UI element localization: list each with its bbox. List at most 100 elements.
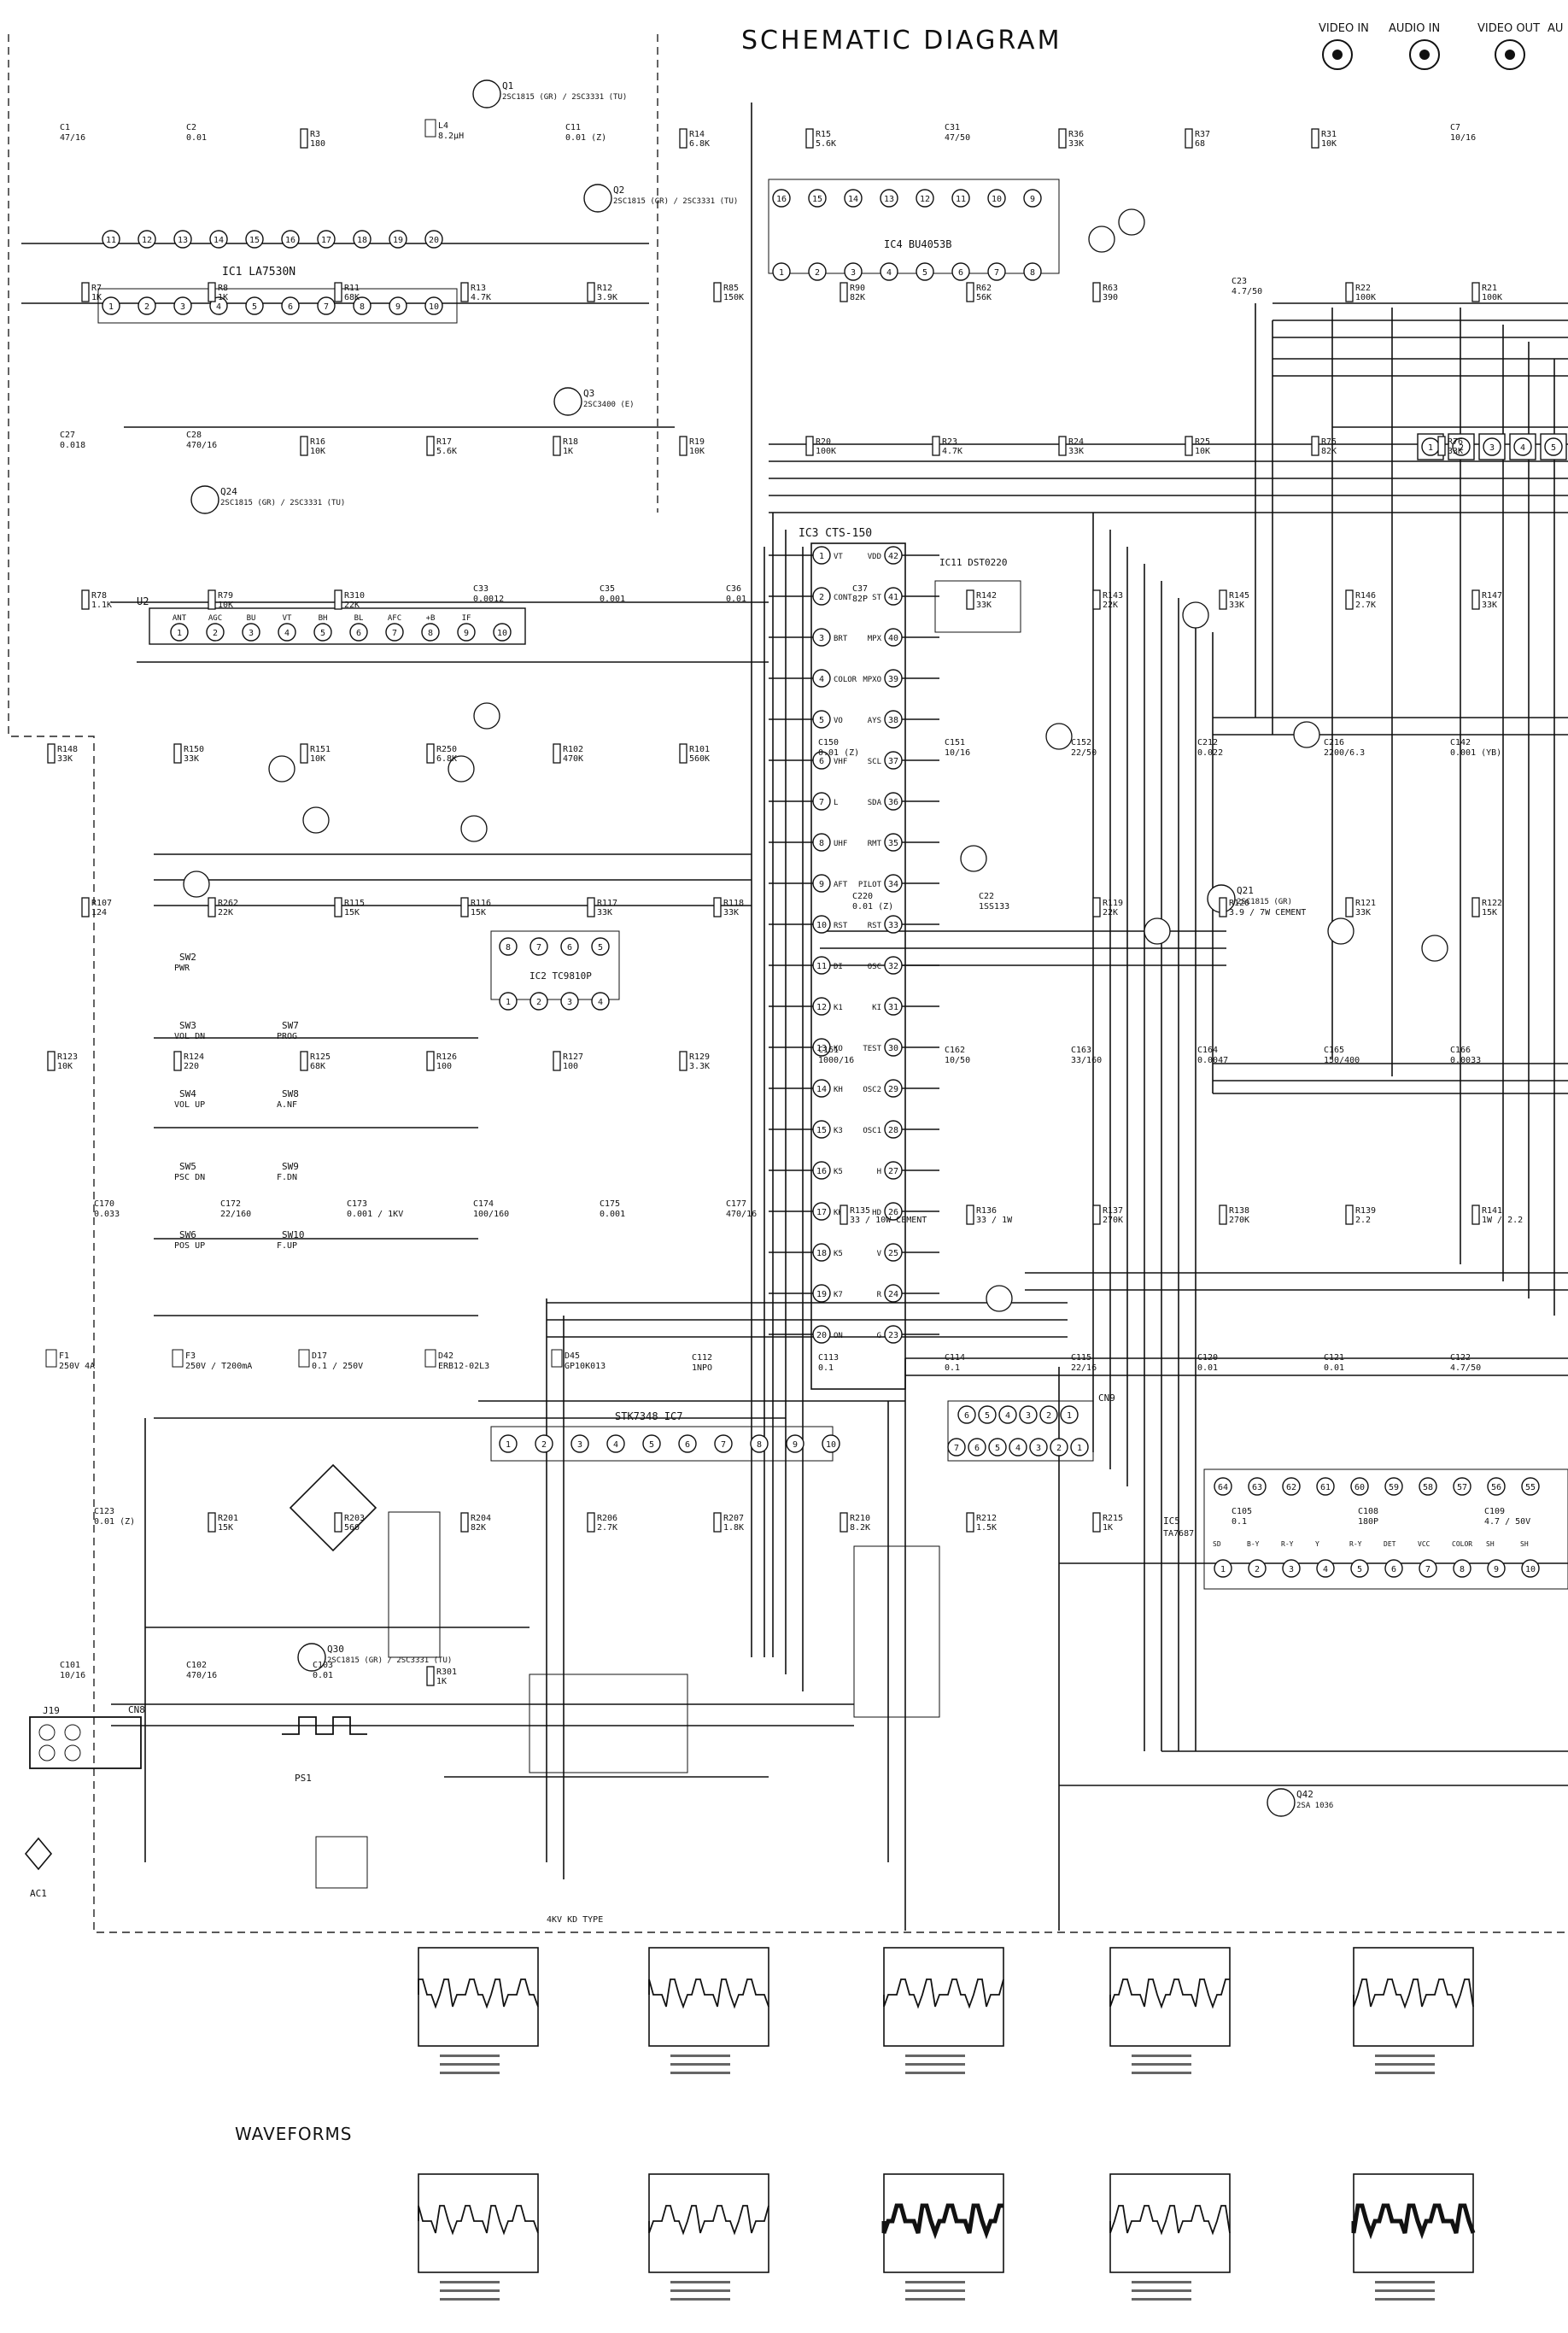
switch-contact (181, 972, 203, 982)
u2-pin-number: 10 (497, 629, 507, 638)
resistor-body (805, 128, 814, 149)
resistor-body (208, 282, 216, 302)
resistor-value: 33K (1355, 908, 1371, 917)
ic3-pin-right-number: 41 (888, 593, 898, 602)
u2-pin-number: 2 (213, 629, 218, 638)
ic3-pin-name: R (877, 1291, 882, 1299)
transistor-part: 2SC1815 (GR) (1237, 898, 1292, 906)
resistor-value: 10K (310, 447, 325, 456)
resistor-body (587, 282, 595, 302)
cn8-pin (38, 1724, 56, 1741)
cn9-pin-bottom (968, 1438, 986, 1457)
resistor-value: 33K (57, 754, 73, 764)
fbt-block (529, 1674, 688, 1773)
ic3-pin-left-number: 7 (819, 798, 824, 807)
ic5-pin-name: DET (1384, 1540, 1396, 1548)
resistor-body (1345, 1205, 1354, 1225)
u2-pin-name: VT (283, 614, 292, 623)
resistor-body (1219, 897, 1227, 917)
cn9-pin-bottom-number: 5 (995, 1444, 1000, 1453)
resistor-ref: R79 (218, 591, 233, 601)
capacitor-ref: C170 (94, 1199, 114, 1209)
ic3-pin-name: KI (872, 1004, 881, 1012)
waveform-panel (648, 1947, 769, 2074)
ic3-pin-right (884, 874, 903, 893)
waveform-caption-mark (1132, 2072, 1191, 2074)
waveform-frame (648, 2173, 769, 2273)
capacitor-ref: C35 (600, 584, 615, 594)
ic3-pin-name: KK (834, 1209, 843, 1217)
component-body (424, 1349, 436, 1368)
resistor-ref: R207 (723, 1514, 744, 1523)
ic3-pin-name: RST (868, 922, 882, 930)
ic1-pin-top-number: 16 (285, 236, 295, 245)
ic1-pin-top-number: 12 (142, 236, 152, 245)
ic2-label: IC2 TC9810P (529, 970, 592, 982)
ic11-label: IC11 DST0220 (939, 557, 1007, 568)
ic3-pin-left (812, 587, 831, 606)
ic5-pin-top-number: 56 (1491, 1483, 1501, 1492)
ic3-pin-name: OSC2 (863, 1086, 881, 1094)
ic3-pin-left-number: 2 (819, 593, 824, 602)
resistor-value: 33K (597, 908, 612, 917)
ic3-pin-right-number: 25 (888, 1249, 898, 1258)
ic5-pin-top (1248, 1477, 1267, 1496)
capacitor-value: 82P (852, 595, 868, 604)
fbt-label: 4KV KD TYPE (547, 1915, 603, 1925)
ic5-pin-name: SH (1486, 1540, 1495, 1548)
capacitor-ref: C177 (726, 1199, 746, 1209)
resistor-value: 100K (1355, 293, 1376, 302)
resistor-value: 100K (816, 447, 836, 456)
cn8-connector (29, 1716, 142, 1769)
ic3-pin-left-number: 15 (816, 1126, 827, 1135)
ic3-pin-name: K7 (834, 1291, 843, 1299)
resistor-body (460, 282, 469, 302)
resistor-body (553, 1051, 561, 1071)
resistor-ref: R145 (1229, 591, 1249, 601)
resistor-value: 5.6K (816, 139, 836, 149)
ic7-pin (499, 1434, 518, 1453)
u2-pin-name: BU (247, 614, 256, 623)
video-in-jack-label: VIDEO IN (1319, 22, 1369, 35)
ic4-pin-top-number: 15 (812, 195, 822, 204)
resistor-value: 470K (563, 754, 583, 764)
resistor-ref: R147 (1482, 591, 1502, 601)
resistor-value: 22K (344, 601, 360, 610)
resistor-value: 4.7K (471, 293, 491, 302)
capacitor-value: 0.01 (Z) (818, 748, 859, 758)
ic4-pin-top-number: 14 (848, 195, 858, 204)
resistor-value: 3.9 / 7W CEMENT (1229, 908, 1306, 917)
capacitor-ref: C103 (313, 1661, 333, 1670)
transistor-body (183, 870, 210, 898)
resistor-value: 2.2 (1355, 1216, 1371, 1225)
resistor-ref: R138 (1229, 1206, 1249, 1216)
resistor-body (1471, 1205, 1480, 1225)
resistor-body (805, 436, 814, 456)
ic1-pin (102, 296, 120, 315)
ic5-part: TA7687 (1163, 1529, 1194, 1539)
ic3-pin-name: RST (834, 922, 848, 930)
switch-function: VOL DN (174, 1032, 205, 1041)
resistor-body (1471, 282, 1480, 302)
cn9-pin-top-number: 2 (1046, 1411, 1051, 1421)
ic4-pin-bottom-number: 4 (886, 268, 892, 278)
waveform-trace (1353, 1978, 1474, 2009)
transistor-body (553, 387, 582, 416)
ic3-pin-left (812, 833, 831, 852)
capacitor-ref: C114 (945, 1353, 965, 1363)
ic7-pin-number: 8 (757, 1440, 762, 1450)
resistor-value: 82K (1321, 447, 1337, 456)
resistor-body (713, 897, 722, 917)
capacitor-value: 0.001 / 1KV (347, 1210, 403, 1219)
board-boundary (8, 34, 1568, 1933)
switch-ref: SW10 (282, 1229, 305, 1240)
ic3-pin-right-number: 28 (888, 1126, 898, 1135)
cn9-pin-top (957, 1405, 976, 1424)
capacitor-value: 0.01 (Z) (94, 1517, 135, 1527)
component-value: GP10K013 (565, 1362, 606, 1371)
ic5-pin-bottom (1350, 1559, 1369, 1578)
capacitor-ref: C108 (1358, 1507, 1378, 1516)
resistor-ref: R262 (218, 899, 238, 908)
waveform-frame (418, 2173, 539, 2273)
t3-transformer (388, 1511, 441, 1658)
